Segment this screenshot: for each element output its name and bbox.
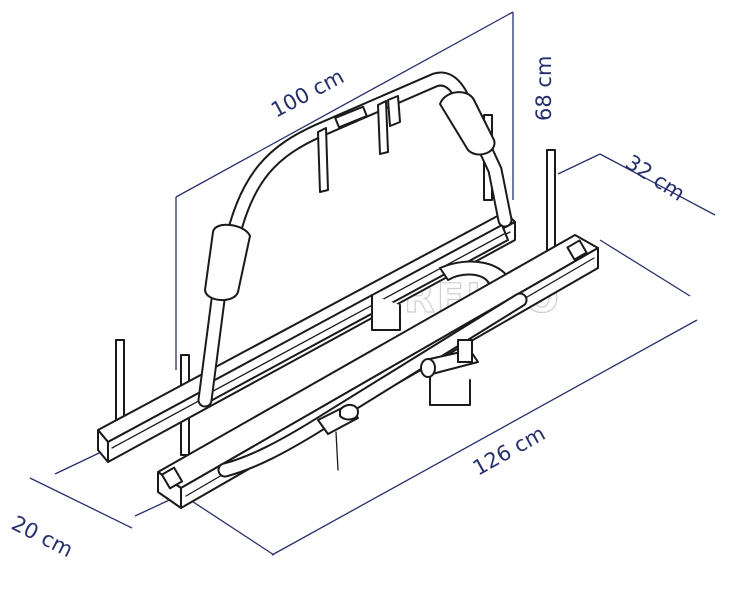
dim-label-100cm: 100 cm [267, 64, 348, 122]
dim-label-20cm: 20 cm [8, 511, 77, 562]
wheel-holder-front [420, 339, 479, 406]
front-clamp [317, 404, 359, 471]
foam-pads [204, 91, 496, 301]
dimension-lines [29, 11, 716, 556]
straps [317, 95, 401, 193]
dim-label-32cm: 32 cm [621, 150, 689, 206]
lower-tube [217, 292, 528, 478]
dim-label-126cm: 126 cm [469, 421, 550, 480]
dim-label-68cm: 68 cm [532, 56, 556, 121]
bike-carrier [97, 71, 599, 509]
